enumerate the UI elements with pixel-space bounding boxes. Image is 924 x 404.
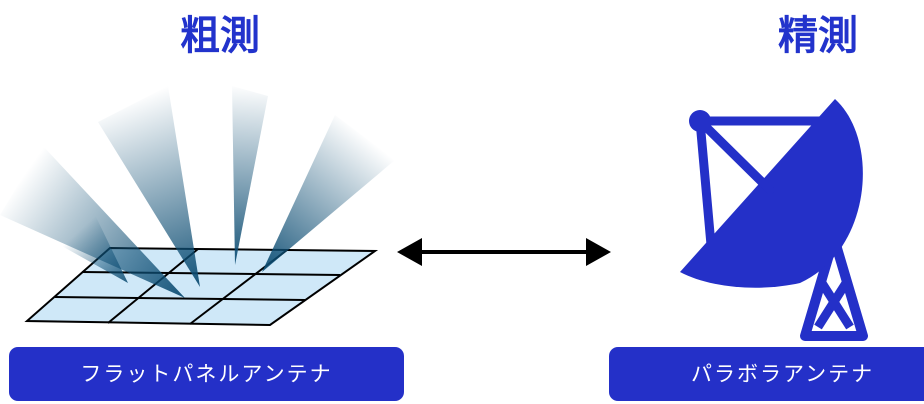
panel-grid-line	[107, 248, 199, 324]
double-arrow-icon	[397, 238, 611, 266]
beam	[232, 86, 268, 265]
parabolic-antenna-icon	[680, 99, 868, 341]
panel-grid-line	[81, 271, 341, 276]
beam	[262, 115, 395, 272]
fine-measurement-heading: 精測	[778, 13, 858, 59]
beam	[98, 86, 200, 287]
beam	[60, 215, 128, 283]
panel-surface	[24, 246, 379, 327]
flat-panel-antenna-label: フラットパネルアンテナ	[9, 347, 404, 401]
parabolic-antenna-label: パラボラアンテナ	[609, 347, 924, 401]
coarse-measurement-heading: 粗測	[180, 13, 260, 59]
flat-panel-antenna-icon	[0, 86, 395, 327]
panel-grid-line	[54, 296, 306, 301]
